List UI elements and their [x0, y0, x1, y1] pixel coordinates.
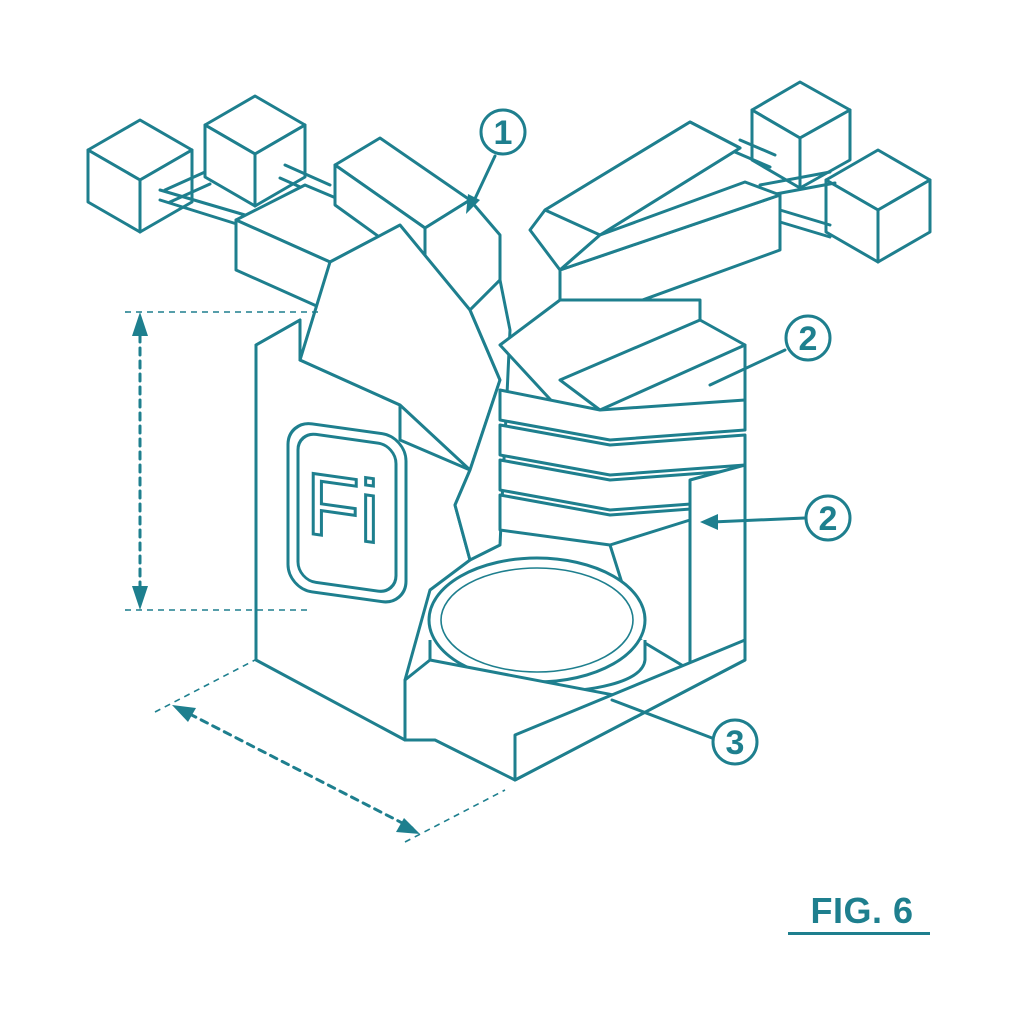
- width-dimension: [154, 659, 506, 843]
- callout-2-lower: 2: [700, 494, 852, 542]
- right-cube-inner: [824, 148, 932, 264]
- right-tower: [498, 120, 782, 672]
- figure-label: FIG. 6: [810, 890, 914, 931]
- left-connector-rods: [158, 163, 332, 227]
- figure-label-underline: [788, 932, 930, 935]
- logo-text: Fi: [306, 453, 379, 562]
- callout-1-label: 1: [494, 114, 513, 152]
- callout-3: 3: [610, 698, 759, 766]
- fi-logo-badge: Fi: [286, 422, 408, 604]
- height-dimension: [125, 311, 320, 611]
- left-cube-inner: [203, 94, 307, 208]
- callout-1: 1: [466, 108, 527, 214]
- callout-2-lower-label: 2: [819, 500, 838, 538]
- base-block: [403, 638, 747, 782]
- left-cube-outer: [86, 118, 194, 234]
- callout-3-label: 3: [726, 724, 745, 762]
- callout-2-upper: 2: [708, 314, 832, 387]
- right-connector-rods: [733, 138, 837, 239]
- callout-2-upper-label: 2: [799, 320, 818, 358]
- right-cube-outer: [750, 80, 852, 190]
